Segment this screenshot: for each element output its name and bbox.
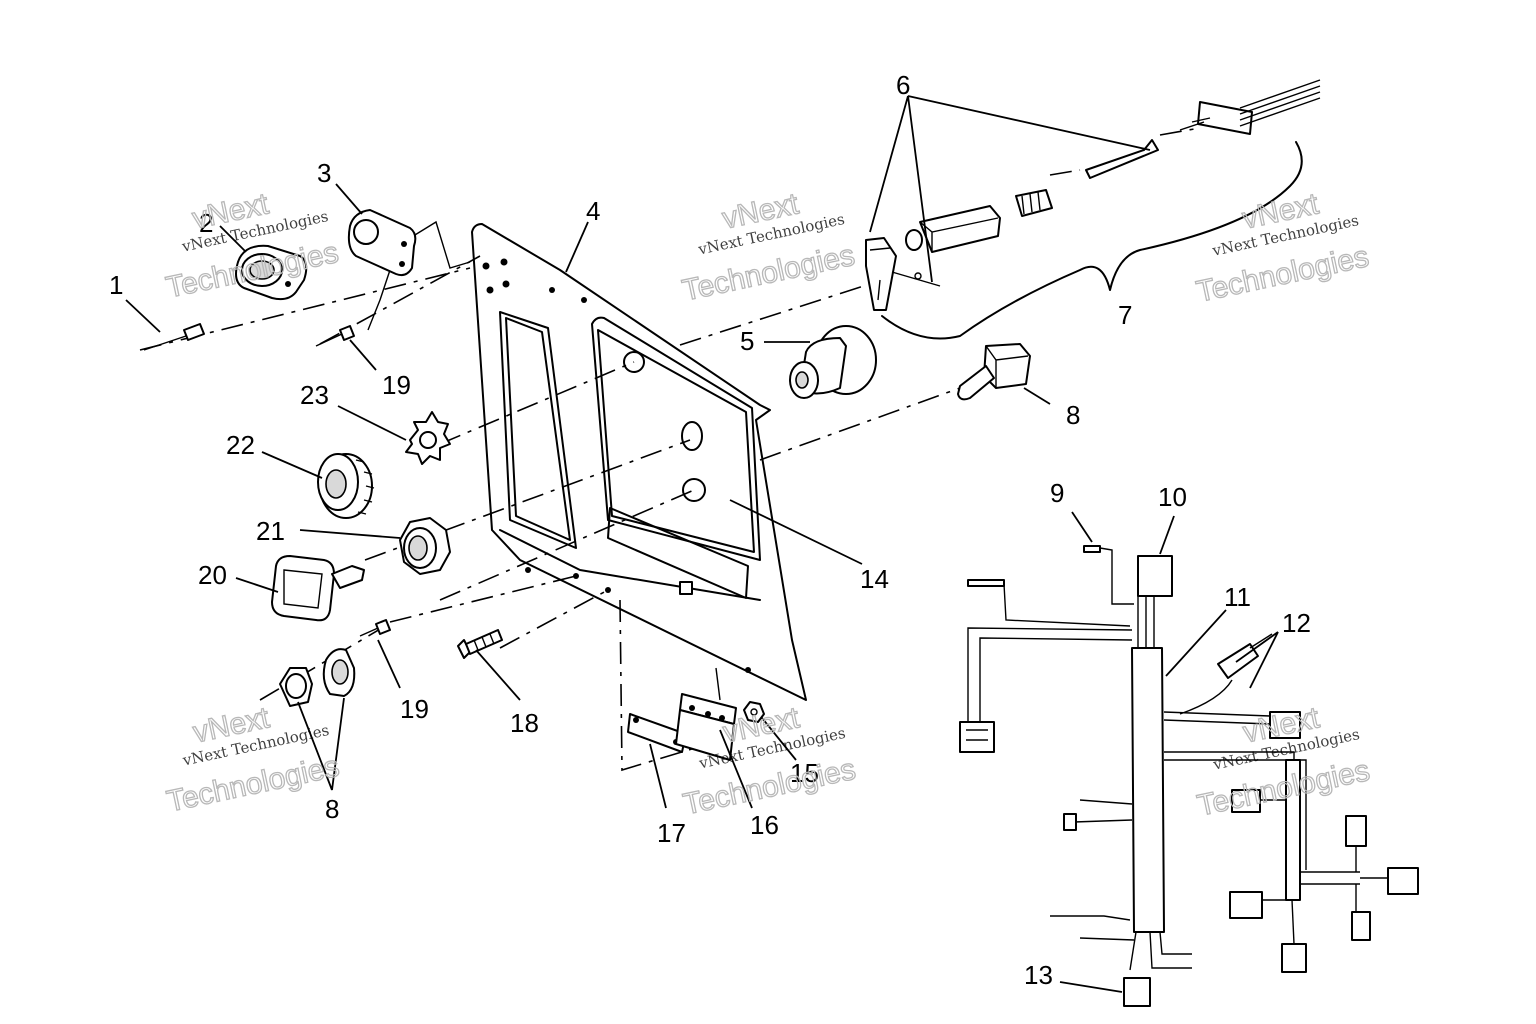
latch-assembly-part (865, 79, 1321, 340)
watermark-bottom-right: vNext vNext Technologies Technologies (1194, 701, 1373, 824)
light-bezel-part (235, 244, 308, 301)
callout-23: 23 (300, 380, 329, 410)
callout-20: 20 (198, 560, 227, 590)
dash-panel (471, 223, 807, 701)
callout-8-upper: 8 (1066, 400, 1080, 430)
callout-5: 5 (740, 326, 754, 356)
callout-labels: 1 2 3 4 5 6 7 8 8 9 10 11 12 13 14 15 16… (109, 70, 1311, 990)
hex-nut-part (399, 517, 451, 575)
watermark-top-right: vNext vNext Technologies Technologies (1193, 187, 1372, 310)
callout-10: 10 (1158, 482, 1187, 512)
callout-3: 3 (317, 158, 331, 188)
callout-13: 13 (1024, 960, 1053, 990)
callout-12: 12 (1282, 608, 1311, 638)
key-part (271, 555, 365, 622)
watermark-top-center: vNext vNext Technologies Technologies (679, 187, 858, 309)
callout-2: 2 (199, 208, 213, 238)
callout-19-lower: 19 (400, 694, 429, 724)
clamp-assembly-part (627, 667, 765, 761)
wire-terminal-part (143, 323, 205, 351)
callout-1: 1 (109, 270, 123, 300)
callout-9: 9 (1050, 478, 1064, 508)
callout-7: 7 (1118, 300, 1132, 330)
ground-wire (367, 220, 471, 331)
callout-16: 16 (750, 810, 779, 840)
toggle-nut-part (279, 648, 356, 707)
switch-bracket-part (347, 209, 417, 277)
knurled-nut-part (317, 453, 375, 519)
callout-19-upper: 19 (382, 370, 411, 400)
callout-18: 18 (510, 708, 539, 738)
toggle-switch-part (957, 343, 1031, 401)
callout-8-lower: 8 (325, 794, 339, 824)
pin-part-lower (359, 619, 391, 637)
watermark-top-left: vNext vNext Technologies Technologies (163, 187, 342, 306)
screw-part (457, 629, 503, 659)
callout-22: 22 (226, 430, 255, 460)
callout-4: 4 (586, 196, 600, 226)
callout-11: 11 (1224, 582, 1251, 612)
callout-15: 15 (790, 758, 819, 788)
choke-part (789, 325, 877, 399)
pin-part-upper (315, 325, 355, 347)
lock-washer-part (405, 411, 451, 465)
callout-17: 17 (657, 818, 686, 848)
callout-21: 21 (256, 516, 285, 546)
watermark-bottom-left: vNext vNext Technologies Technologies (163, 701, 342, 820)
assembly-centerlines (139, 127, 1201, 772)
leader-lines (125, 95, 1279, 993)
callout-14: 14 (860, 564, 889, 594)
callout-6: 6 (896, 70, 910, 100)
